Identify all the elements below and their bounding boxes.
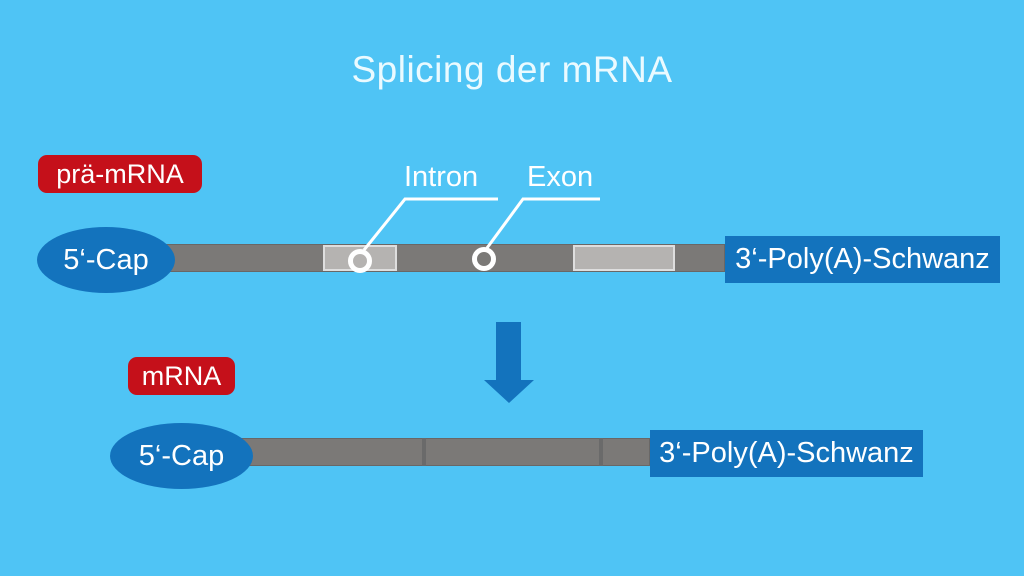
splicing-down-arrow — [484, 322, 534, 403]
pre-mrna-five-cap-label: 5‘-Cap — [63, 243, 149, 276]
mrna-poly-a-tail: 3‘-Poly(A)-Schwanz — [650, 430, 923, 477]
mrna-badge-label: mRNA — [141, 360, 222, 391]
pre-mrna-five-cap: 5‘-Cap — [37, 227, 175, 293]
intron-segment-2 — [573, 245, 675, 271]
pre-mrna-poly-a-label: 3‘-Poly(A)-Schwanz — [735, 243, 990, 275]
mrna-badge: mRNA — [128, 357, 235, 395]
intron-label: Intron — [404, 161, 479, 193]
mrna-five-cap: 5‘-Cap — [110, 423, 253, 489]
pre-mrna-badge-label: prä-mRNA — [56, 158, 184, 189]
mrna-five-cap-label: 5‘-Cap — [138, 439, 225, 472]
exon-leader-line — [485, 197, 600, 249]
mrna-poly-a-label: 3‘-Poly(A)-Schwanz — [659, 437, 914, 469]
intron-leader-line — [362, 197, 498, 251]
exon-label: Exon — [527, 161, 594, 193]
exon-junction-2 — [599, 438, 603, 466]
pre-mrna-strand — [130, 244, 725, 272]
intron-segment-1 — [323, 245, 397, 271]
exon-junction-1 — [422, 438, 426, 466]
mrna-strand — [180, 438, 650, 466]
pre-mrna-badge: prä-mRNA — [38, 155, 202, 193]
diagram-title: Splicing der mRNA — [351, 49, 673, 90]
pre-mrna-poly-a-tail: 3‘-Poly(A)-Schwanz — [725, 236, 1000, 283]
